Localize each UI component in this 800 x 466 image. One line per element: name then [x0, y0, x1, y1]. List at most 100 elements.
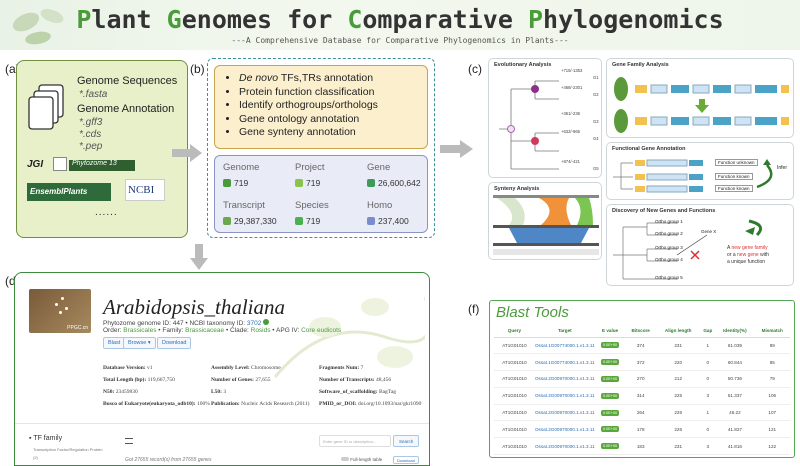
column-header[interactable]: Gap [700, 325, 716, 338]
table-cell: Ossat.2G00970000.1.v1.3.11 [534, 437, 595, 456]
genome-attribute: L50: 3 [211, 389, 227, 395]
table-cell: 41.827 [715, 420, 755, 439]
column-header[interactable]: E value [594, 325, 626, 338]
ortho-group-label: Ortho group 1 [655, 219, 683, 224]
species-name: Arabidopsis_thaliana [103, 295, 286, 319]
table-download-button[interactable]: Download [393, 456, 419, 464]
tf-count: (2) [33, 455, 38, 460]
browse-button[interactable]: Browse ▾ [123, 337, 156, 349]
table-cell: 0.0E+00 [594, 387, 626, 405]
tf-subtitle: Transcription Factor/Regulation Protein [33, 447, 103, 452]
menu-icon[interactable] [125, 438, 133, 444]
column-header[interactable]: Target [534, 325, 595, 338]
table-cell: Ossat.2G00970000.1.v1.3.11 [534, 387, 595, 405]
table-cell: 0.0E+00 [594, 404, 626, 422]
function-known-label: Function known [715, 185, 753, 192]
infer-label: Infer [777, 165, 788, 171]
full-length-toggle[interactable]: Full-length table [341, 457, 382, 462]
discovery-tree-diagram [613, 219, 763, 280]
blast-title: Blast Tools [496, 304, 569, 321]
column-header[interactable]: Identity(%) [715, 325, 755, 338]
function-item: Protein function classification [239, 86, 417, 100]
column-header[interactable]: Align length [656, 325, 701, 338]
discovery-note: A new gene family or a new gene with a u… [727, 245, 769, 265]
table-cell: 61.039 [715, 337, 755, 355]
genome-attribute: Software_of_scaffolding: BagTag [319, 389, 396, 395]
table-cell: 60.844 [715, 353, 755, 372]
genome-id-line: Phytozome genome ID: 447 • NCBI taxonomy… [103, 319, 270, 327]
table-cell: 231 [656, 437, 701, 456]
phytozome-icon [53, 157, 67, 171]
data-sources-panel: Genome Sequences *.fasta Genome Annotati… [16, 60, 188, 238]
phylo-tree-icon [499, 80, 559, 170]
table-cell: 46.22 [715, 404, 755, 422]
table-cell: Ossat.2G00970000.1.v1.3.11 [534, 420, 595, 439]
ncbi-logo: NCBI [125, 179, 165, 201]
evo-node-label: +715/-1353 [561, 68, 583, 73]
table-cell: 89 [754, 337, 790, 355]
table-cell: AT1G01010 [494, 420, 535, 439]
genome-sequences-label: Genome Sequences [77, 75, 178, 87]
arrow-down-icon [190, 244, 208, 270]
column-header[interactable]: Query [494, 325, 535, 338]
search-button[interactable]: Search [393, 435, 419, 447]
blast-button[interactable]: Blast [103, 337, 126, 349]
taxonomy-link[interactable]: 3702 [246, 320, 262, 327]
photo-watermark: PPGC.cn [67, 325, 88, 331]
genome-annotation-label: Genome Annotation [77, 103, 175, 115]
leaf-decoration-icon [12, 9, 64, 45]
table-cell: 226 [656, 420, 701, 439]
table-cell: 85 [754, 353, 790, 372]
clade-link[interactable]: Rosids [250, 327, 271, 334]
table-cell: AT1G01010 [494, 370, 535, 388]
genome-attribute: PMID_or_DOI: doi.org/10.1093/nar/gkr1090 [319, 401, 422, 407]
table-cell: 0 [700, 420, 716, 439]
genome-attribute: Publication: Nucleic Acids Research (201… [211, 401, 310, 407]
evo-node-label: +468/-2301 [561, 85, 583, 90]
tf-family-label[interactable]: ▪ TF family [29, 435, 63, 442]
gene-family-diagram [614, 77, 789, 133]
title-part: G [166, 5, 182, 34]
stat-icon [367, 217, 375, 225]
function-tree-diagram [613, 159, 773, 193]
ortho-group-label: Ortho group 5 [655, 275, 683, 280]
evo-node-label: G2 [593, 92, 599, 97]
table-cell: 121 [754, 420, 790, 439]
discovery-box: Discovery of New Genes and Functions Ort… [606, 204, 794, 286]
function-item: De novo TFs,TRs annotation [239, 72, 417, 86]
evo-node-label: +632/-965 [561, 129, 580, 134]
disc-title: Discovery of New Genes and Functions [612, 208, 716, 214]
stat-icon [367, 179, 375, 187]
gff3-ext: *.gff3 [79, 117, 103, 128]
column-header[interactable]: Bitscore [625, 325, 657, 338]
order-link[interactable]: Brassicales [123, 327, 157, 334]
table-cell: Ossat.2G00970000.1.v1.3.11 [534, 370, 595, 388]
apg-link[interactable]: Core eudicots [301, 327, 342, 334]
table-cell: 1 [700, 404, 716, 422]
genome-attribute: Database Version: v1 [103, 365, 153, 371]
download-button[interactable]: Download [157, 337, 192, 349]
table-cell: 264 [625, 404, 657, 422]
table-cell: 41.816 [715, 437, 755, 456]
table-cell: 0 [700, 370, 716, 388]
function-known-label: Function known [715, 173, 753, 180]
column-header[interactable]: Mismatch [754, 325, 790, 338]
gfa-title: Gene Family Analysis [612, 62, 669, 68]
evo-title: Evolutionary Analysis [494, 62, 552, 68]
gene-search-input[interactable]: Enter gene ID or description... [319, 435, 391, 447]
ortho-group-label: Ortho group 2 [655, 231, 683, 236]
table-cell: 1 [700, 337, 716, 355]
family-link[interactable]: Brassicaceae [185, 327, 225, 334]
cds-ext: *.cds [79, 129, 102, 140]
